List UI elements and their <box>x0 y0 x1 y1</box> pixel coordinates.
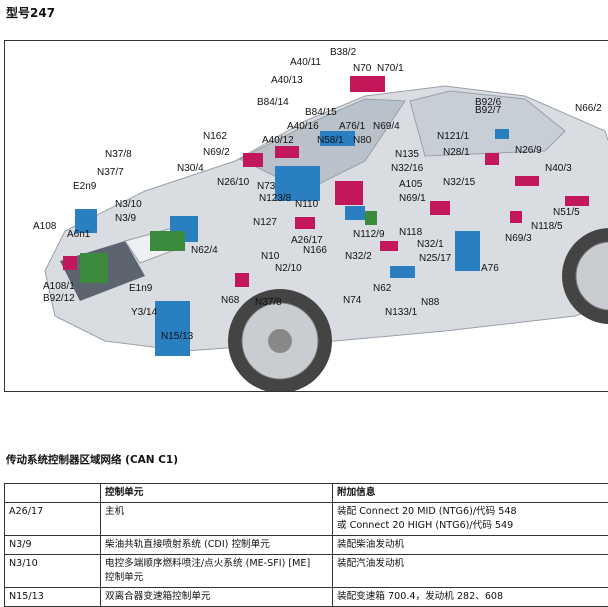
component-label: N2/10 <box>275 263 302 274</box>
table-header-row: 控制单元 附加信息 <box>5 484 608 503</box>
component-label: N40/3 <box>545 163 572 174</box>
component-label: N166 <box>303 245 327 256</box>
component-label: A40/13 <box>271 75 303 86</box>
page-title: 型号247 <box>6 4 55 21</box>
component-label: N66/2 <box>575 103 602 114</box>
component-label: N28/1 <box>443 147 470 158</box>
table-row: N3/9 柴油共轨直接喷射系统 (CDI) 控制单元 装配柴油发动机 <box>5 536 608 555</box>
component-label: B84/15 <box>305 107 337 118</box>
component-label: N135 <box>395 149 419 160</box>
component-label: N162 <box>203 131 227 142</box>
component-label: N118 <box>399 227 423 238</box>
row-unit: 电控多端顺序燃料喷注/点火系统 (ME-SFI) [ME] 控制单元 <box>101 555 333 588</box>
component-label: N32/16 <box>391 163 424 174</box>
section-title: 传动系统控制器区域网络 (CAN C1) <box>6 452 178 467</box>
component-label: B84/14 <box>257 97 289 108</box>
component-label: N74 <box>343 295 362 306</box>
component-label: N70 <box>353 63 372 74</box>
component-label: A40/11 <box>290 57 321 68</box>
component-label: E1n9 <box>129 283 153 294</box>
component-label: N58/1 <box>317 135 344 146</box>
component-label: A40/12 <box>262 135 294 146</box>
row-id: N3/9 <box>5 536 101 555</box>
row-info: 装配柴油发动机 <box>333 536 608 555</box>
header-unit: 控制单元 <box>101 484 333 503</box>
row-unit: 双离合器变速箱控制单元 <box>101 588 333 607</box>
table-row: N15/13 双离合器变速箱控制单元 装配变速箱 700.4，发动机 282、6… <box>5 588 608 607</box>
component-label: N69/1 <box>399 193 426 204</box>
component-label: N69/2 <box>203 147 230 158</box>
table-row: A26/17 主机 装配 Connect 20 MID (NTG6)/代码 54… <box>5 503 608 536</box>
component-label: N118/5 <box>531 221 563 232</box>
row-info: 装配 Connect 20 MID (NTG6)/代码 548 或 Connec… <box>333 503 608 536</box>
component-label: N15/13 <box>161 331 194 342</box>
row-id: N15/13 <box>5 588 101 607</box>
component-label: B38/2 <box>330 47 357 58</box>
row-unit: 柴油共轨直接喷射系统 (CDI) 控制单元 <box>101 536 333 555</box>
component-label: N26/10 <box>217 177 250 188</box>
component-label: B92/7 <box>475 105 502 116</box>
row-id: A26/17 <box>5 503 101 536</box>
component-label: N127 <box>253 217 277 228</box>
component-label: N69/4 <box>373 121 400 132</box>
row-unit: 主机 <box>101 503 333 536</box>
component-label: N133/1 <box>385 307 418 318</box>
component-label: N69/3 <box>505 233 532 244</box>
component-label: A6n1 <box>67 229 91 240</box>
component-label: N80 <box>353 135 372 146</box>
component-label: N32/2 <box>345 251 372 262</box>
component-label: N62 <box>373 283 392 294</box>
component-label: E2n9 <box>73 181 97 192</box>
component-label: N30/4 <box>177 163 204 174</box>
table-row: N3/10 电控多端顺序燃料喷注/点火系统 (ME-SFI) [ME] 控制单元… <box>5 555 608 588</box>
component-label: A108 <box>33 221 57 232</box>
component-label: N70/1 <box>377 63 404 74</box>
component-label: A76/1 <box>339 121 366 132</box>
header-id <box>5 484 101 503</box>
component-label: A76 <box>481 263 499 274</box>
component-label: A108/1 <box>43 281 75 292</box>
component-label: N112/9 <box>353 229 385 240</box>
row-info: 装配汽油发动机 <box>333 555 608 588</box>
component-label: N123/8 <box>259 193 292 204</box>
component-label: N121/1 <box>437 131 470 142</box>
component-label: N110 <box>295 199 319 210</box>
component-label: N37/8 <box>105 149 132 160</box>
component-label: N3/10 <box>115 199 142 210</box>
control-unit-table: 控制单元 附加信息 A26/17 主机 装配 Connect 20 MID (N… <box>4 483 608 607</box>
header-info: 附加信息 <box>333 484 608 503</box>
row-info: 装配变速箱 700.4，发动机 282、608 <box>333 588 608 607</box>
row-id: N3/10 <box>5 555 101 588</box>
component-label: N25/17 <box>419 253 452 264</box>
component-label: N68 <box>221 295 240 306</box>
component-label: N51/5 <box>553 207 580 218</box>
component-label: N37/7 <box>97 167 124 178</box>
component-label: A40/16 <box>287 121 319 132</box>
component-label: N32/15 <box>443 177 476 188</box>
component-label: A105 <box>399 179 423 190</box>
component-label: B92/12 <box>43 293 75 304</box>
component-label: N26/9 <box>515 145 542 156</box>
component-label: N88 <box>421 297 440 308</box>
component-label: N37/8 <box>255 297 282 308</box>
component-label: N62/4 <box>191 245 218 256</box>
component-label: N10 <box>261 251 280 262</box>
component-label: N73 <box>257 181 276 192</box>
component-label: N3/9 <box>115 213 137 224</box>
component-label: N32/1 <box>417 239 444 250</box>
component-label: Y3/14 <box>131 307 158 318</box>
